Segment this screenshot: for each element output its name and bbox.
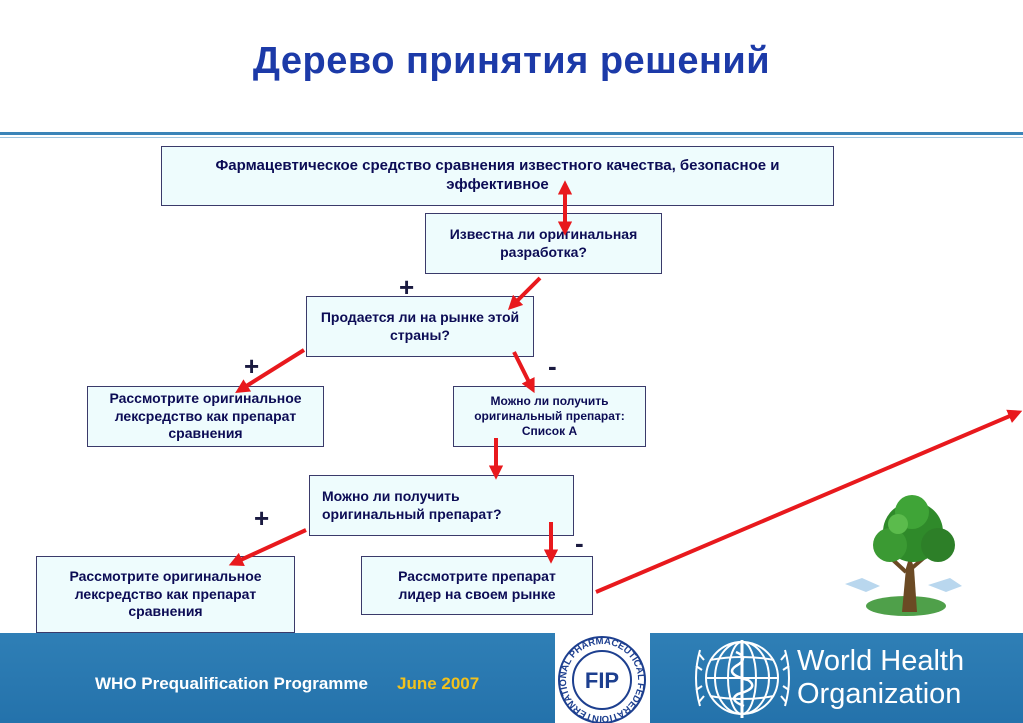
footer-bar [0,633,1023,723]
who-name-line2: Organization [797,678,962,710]
arrow-market-list-a [512,351,535,394]
plus-sign: + [244,351,260,381]
who-name-line1: World Health [797,645,965,677]
fip-label: FIP [585,668,619,693]
box-market-leader: Рассмотрите препарат лидер на своем рынк… [361,556,593,615]
box-original-known: Известна ли оригинальная разработка? [425,213,662,274]
box-obtain-original: Можно ли получить оригинальный препарат? [309,475,574,536]
programme-name: WHO Prequalification Programme [95,674,368,693]
arrow-obtain-consider [228,528,307,566]
box-consider-original: Рассмотрите оригинальное лексредство как… [87,386,324,447]
title-divider-thin [0,137,1023,138]
arrow-market-consider [235,348,306,394]
fip-logo: INTERNATIONAL PHARMACEUTICAL FEDERATION … [555,633,650,723]
box-reference-product: Фармацевтическое средство сравнения изве… [161,146,834,206]
minus-sign: - [575,528,584,558]
tree-icon [845,495,962,616]
box-on-market: Продается ли на рынке этой страны? [306,296,534,357]
plus-sign: + [399,272,415,302]
box-list-a: Можно ли получить оригинальный препарат:… [453,386,646,447]
arrow-known-market [507,276,542,311]
box-consider-original-2: Рассмотрите оригинальное лексредство как… [36,556,295,633]
page-title: Дерево принятия решений [252,40,771,82]
date-label: June 2007 [397,674,480,693]
arrow-leader-tree [595,409,1023,594]
plus-sign: + [254,503,270,533]
title-divider [0,132,1023,135]
minus-sign: - [548,351,557,381]
